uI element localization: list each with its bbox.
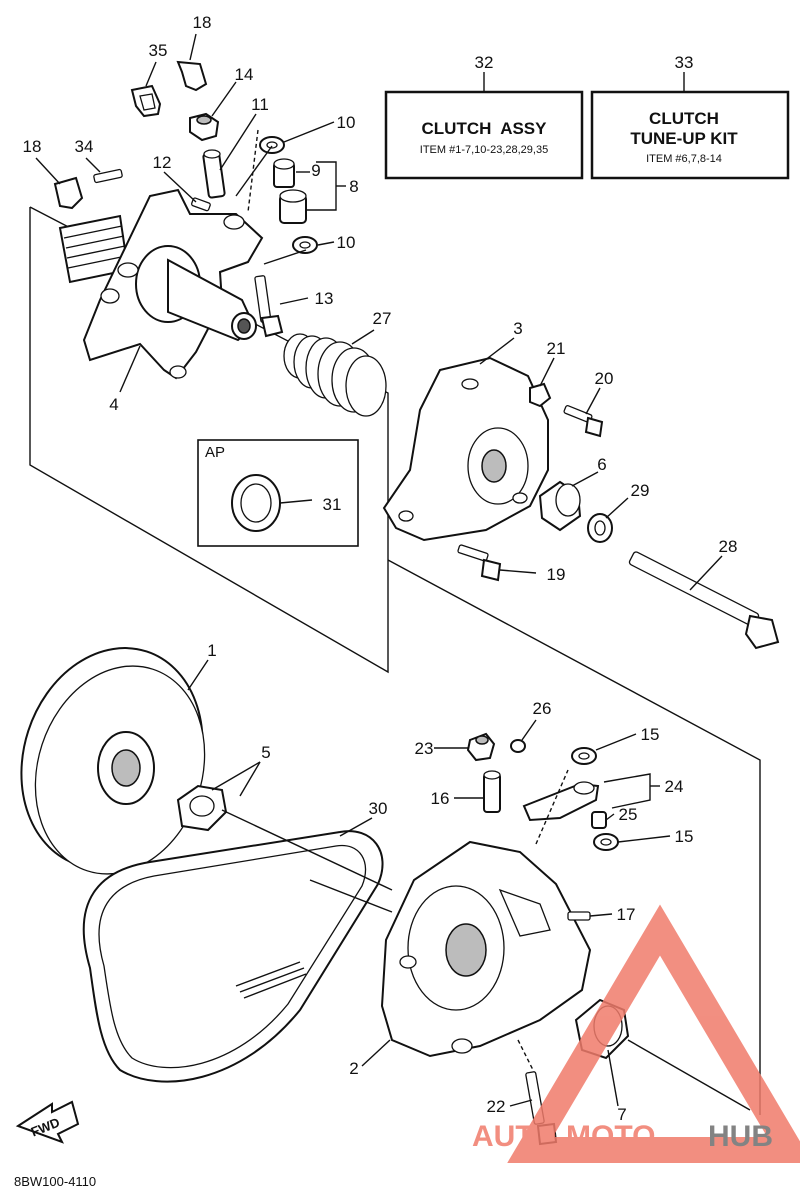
callout: 1	[207, 641, 216, 660]
part-bushing-9	[273, 158, 295, 188]
callout: 26	[533, 699, 552, 718]
callout: 20	[595, 369, 614, 388]
part-bolt-13	[254, 275, 284, 338]
assembly-outline-lower	[387, 559, 761, 1115]
part-pin-16	[483, 770, 501, 813]
callout: 7	[617, 1105, 626, 1124]
callout: 22	[487, 1097, 506, 1116]
part-sheave-1	[20, 647, 206, 875]
part-roller-8	[279, 189, 307, 224]
part-spring-27	[283, 333, 387, 417]
box-title-line-1: CLUTCH	[649, 109, 719, 128]
watermark-moto: MOTO	[566, 1120, 655, 1153]
part-screw-17	[567, 911, 591, 921]
part-screw-26	[510, 739, 526, 753]
ap-label: AP	[205, 444, 225, 461]
callout: 15	[675, 827, 694, 846]
callout: 17	[617, 905, 636, 924]
callout: 29	[631, 481, 650, 500]
part-pin-11	[202, 149, 226, 199]
callout: 31	[323, 495, 342, 514]
callout: 18	[193, 13, 212, 32]
callout: 35	[149, 41, 168, 60]
leader-lines	[35, 33, 751, 1111]
box-title-line-2: TUNE-UP KIT	[630, 129, 738, 148]
ap-box: AP	[197, 439, 359, 547]
callout: 11	[251, 95, 269, 114]
part-washer-15-bottom	[593, 833, 619, 851]
part-nut-14	[189, 112, 220, 142]
watermark-logo: AUTO MOTO HUB	[472, 904, 800, 1163]
watermark-auto: AUTO	[472, 1120, 556, 1153]
callout: 3	[513, 319, 522, 338]
part-bracket-35	[130, 84, 162, 118]
footer-code: 8BW100-4110	[14, 1174, 96, 1189]
callout: 30	[369, 799, 388, 818]
part-bushing-25	[591, 811, 607, 829]
part-cover-3	[382, 356, 549, 542]
callout: 15	[641, 725, 660, 744]
callout: 5	[261, 743, 270, 762]
callout: 16	[431, 789, 450, 808]
callout: 21	[547, 339, 566, 358]
part-bushing-6	[538, 480, 582, 532]
part-spider-4	[58, 188, 264, 380]
part-ring-29	[587, 513, 613, 543]
callout: 14	[235, 65, 254, 84]
callout: 27	[373, 309, 392, 328]
part-secondary-sheave-2	[380, 840, 592, 1058]
part-bolt-28	[628, 551, 780, 650]
box-clutch-assy: 32 CLUTCH ASSY ITEM #1-7,10-23,28,29,35	[384, 53, 584, 180]
callout: 9	[311, 161, 320, 180]
part-screw-12	[191, 197, 211, 212]
callout: 34	[75, 137, 94, 156]
box-items: ITEM #1-7,10-23,28,29,35	[420, 144, 548, 156]
callout-numbers: 18 35 14 11 10 9 8 10 18 34 12 13 27 4 3…	[23, 13, 738, 1124]
part-clip-18-left	[53, 176, 84, 210]
box-clutch-tune-up-kit: 33 CLUTCH TUNE-UP KIT ITEM #6,7,8-14	[590, 53, 790, 180]
callout: 4	[109, 395, 118, 414]
fwd-arrow-icon: FWD	[15, 1100, 80, 1144]
callout: 13	[315, 289, 334, 308]
callout: 28	[719, 537, 738, 556]
box-items: ITEM #6,7,8-14	[646, 153, 722, 165]
callout: 25	[619, 805, 638, 824]
callout: 2	[349, 1059, 358, 1078]
callout: 24	[665, 777, 684, 796]
callout: 23	[415, 739, 434, 758]
part-washer-15-top	[571, 747, 597, 765]
box-title: CLUTCH ASSY	[422, 119, 548, 138]
part-bolt-19	[457, 544, 502, 582]
callout: 12	[153, 153, 172, 172]
box-number: 32	[475, 53, 494, 72]
part-washer-10-bottom	[292, 236, 318, 254]
part-spring-pin-34	[93, 168, 123, 184]
part-clip-18-top	[176, 60, 208, 92]
part-nut-21	[529, 382, 552, 408]
callout: 10	[337, 233, 356, 252]
part-nut-23	[466, 732, 496, 762]
box-number: 33	[675, 53, 694, 72]
part-bolt-20	[563, 405, 604, 438]
part-weight-arm-24	[522, 781, 600, 822]
part-washer-10-top	[259, 136, 285, 154]
callout: 8	[349, 177, 358, 196]
callout: 10	[337, 113, 356, 132]
callout: 6	[597, 455, 606, 474]
part-belt-30	[82, 830, 384, 1083]
callout: 19	[547, 565, 566, 584]
watermark-hub: HUB	[708, 1120, 773, 1153]
callout: 18	[23, 137, 42, 156]
